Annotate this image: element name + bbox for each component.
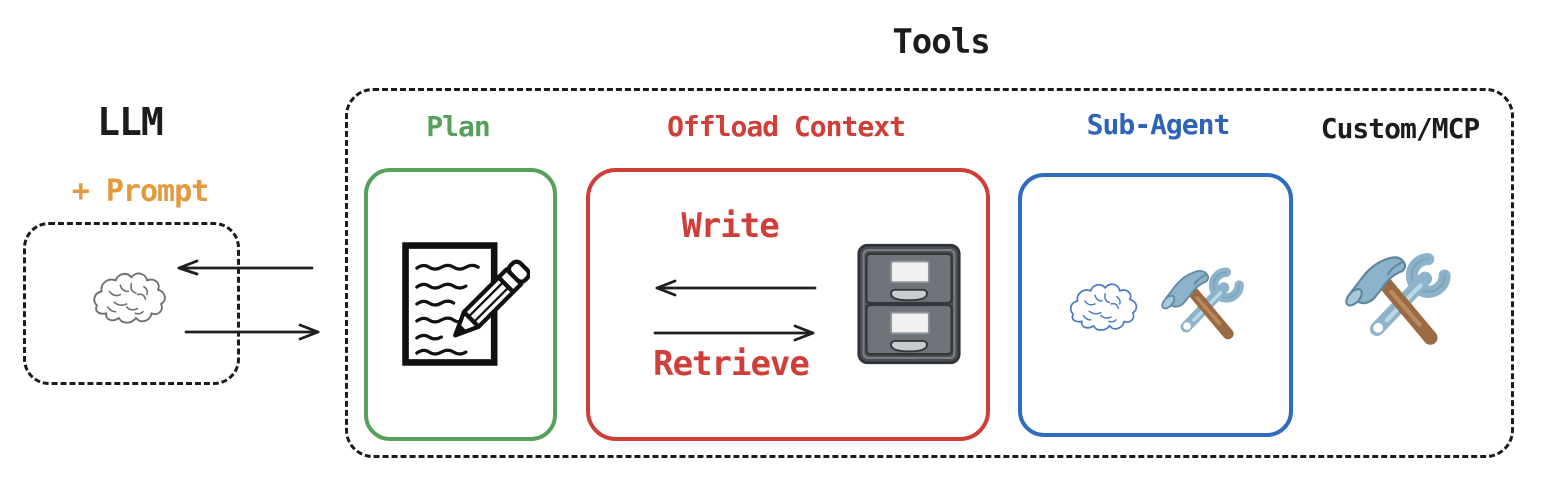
memo-pencil-icon xyxy=(398,237,530,371)
plan-label: Plan xyxy=(426,110,490,143)
llm-label: LLM xyxy=(97,100,164,144)
sub-agent-label: Sub-Agent xyxy=(1086,108,1231,141)
write-label: Write xyxy=(681,206,779,246)
offload-context-box xyxy=(586,168,990,441)
prompt-label: + Prompt xyxy=(71,174,209,209)
arrow-write xyxy=(655,279,817,297)
file-cabinet-icon xyxy=(856,239,962,369)
custom-mcp-label: Custom/MCP xyxy=(1320,112,1481,145)
sub-agent-box xyxy=(1018,173,1293,437)
brain-icon xyxy=(1063,274,1143,344)
tools-box xyxy=(345,88,1514,458)
hammer-wrench-icon xyxy=(1158,262,1252,356)
arrow-retrieve xyxy=(653,324,815,342)
tools-title: Tools xyxy=(892,22,990,62)
brain-icon xyxy=(86,262,172,338)
hammer-wrench-icon xyxy=(1340,246,1462,366)
offload-context-label: Offload Context xyxy=(667,110,906,143)
plan-box xyxy=(364,168,557,441)
arrow-from-llm xyxy=(184,323,320,341)
retrieve-label: Retrieve xyxy=(653,344,810,384)
llm-box xyxy=(23,222,240,385)
arrow-to-llm xyxy=(177,259,314,276)
